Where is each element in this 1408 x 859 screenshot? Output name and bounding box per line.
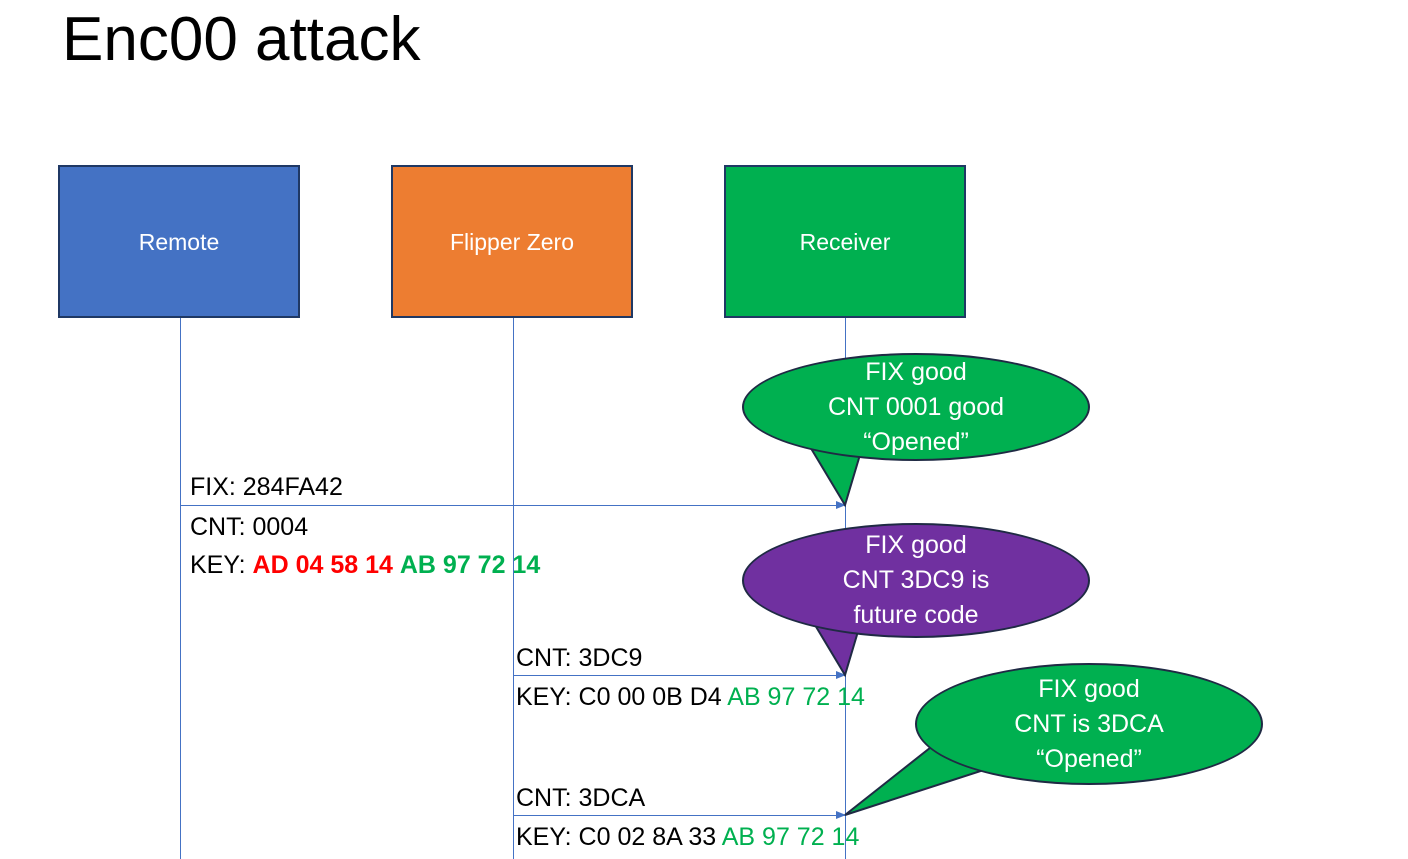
bubble-2-line-3: future code	[853, 601, 979, 629]
message-arrow-remote-to-receiver	[180, 501, 846, 509]
message-1-key-part2: AB 97 72 14	[399, 551, 541, 579]
message-1-cnt: CNT: 0004	[190, 513, 309, 541]
lifeline-remote	[180, 318, 181, 859]
bubble-3-line-1: FIX good	[1038, 674, 1140, 703]
bubble-fix-good-cnt-3dca: FIX good CNT is 3DCA “Opened”	[915, 663, 1263, 785]
message-arrow-flipper-to-receiver-2	[513, 811, 846, 819]
bubble-fix-good-cnt-0001: FIX good CNT 0001 good “Opened”	[742, 353, 1090, 461]
message-1-key-prefix: KEY:	[190, 551, 253, 579]
bubble-future-code: FIX good CNT 3DC9 is future code	[742, 523, 1090, 638]
actor-box-remote: Remote	[58, 165, 300, 318]
lifeline-flipper	[513, 318, 514, 859]
actor-label-remote: Remote	[138, 228, 220, 255]
message-1-fix: FIX: 284FA42	[190, 473, 343, 501]
actor-label-flipper: Flipper Zero	[450, 228, 574, 255]
bubble-2-line-2: CNT 3DC9 is	[842, 566, 990, 594]
actor-box-receiver: Receiver	[724, 165, 966, 318]
bubble-1-line-3: “Opened”	[863, 427, 969, 456]
message-3-key-part1: C0 02 8A 33	[578, 823, 717, 851]
message-3-key-prefix: KEY:	[516, 823, 579, 851]
actor-label-receiver: Receiver	[799, 228, 891, 255]
bubble-2-line-1: FIX good	[865, 531, 967, 559]
message-3-cnt: CNT: 3DCA	[516, 784, 646, 812]
bubble-3-line-2: CNT is 3DCA	[1014, 709, 1164, 738]
bubble-1-line-2: CNT 0001 good	[827, 392, 1005, 421]
message-3-key: KEY: C0 02 8A 33 AB 97 72 14	[516, 820, 859, 855]
page-title: Enc00 attack	[62, 5, 421, 74]
message-1-key-part1: AD 04 58 14	[252, 551, 393, 579]
key-space-1	[393, 551, 400, 579]
message-2-key-part2: AB 97 72 14	[727, 683, 865, 711]
message-2-cnt: CNT: 3DC9	[516, 644, 643, 672]
bubble-1-line-1: FIX good	[865, 357, 967, 386]
bubble-3-line-3: “Opened”	[1036, 744, 1142, 773]
message-2-key: KEY: C0 00 0B D4 AB 97 72 14	[516, 680, 865, 715]
actor-box-flipper: Flipper Zero	[391, 165, 633, 318]
message-1-key: KEY: AD 04 58 14 AB 97 72 14	[190, 548, 540, 583]
message-2-key-prefix: KEY:	[516, 683, 579, 711]
message-2-key-part1: C0 00 0B D4	[578, 683, 722, 711]
message-3-key-part2: AB 97 72 14	[721, 823, 860, 851]
